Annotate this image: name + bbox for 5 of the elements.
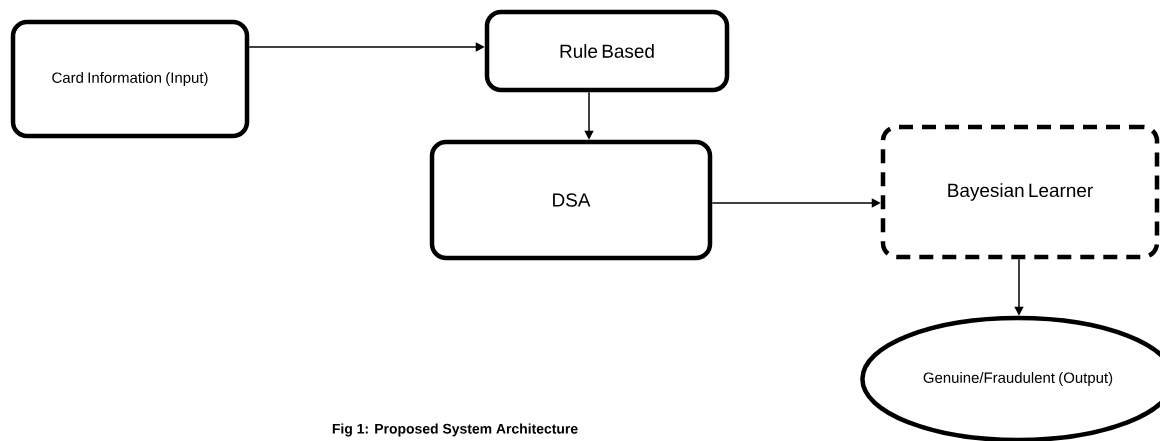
process-box: Bayesian Learner [880,124,1160,260]
process-box: Rule Based [484,9,730,93]
input-box: Card Information (Input) [10,19,250,139]
process-box: DSA [429,139,713,261]
caption: Fig 1: Proposed System Architecture [332,423,578,437]
